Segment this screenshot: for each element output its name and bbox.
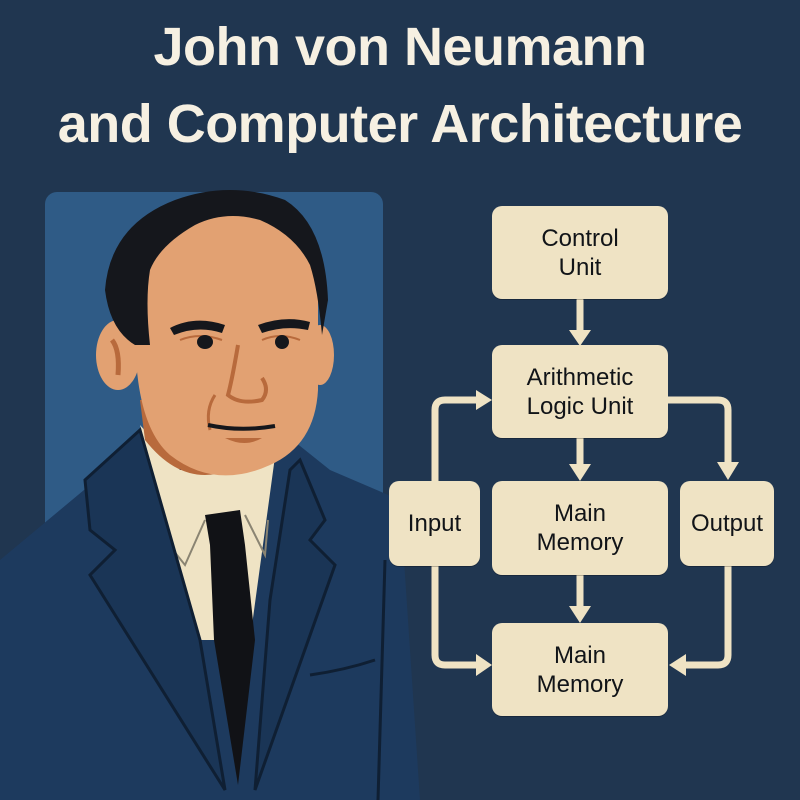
lapel-right (253, 457, 337, 791)
arrow-input-to-alu (431, 396, 482, 485)
box-label: Unit (558, 253, 602, 281)
tie (205, 510, 255, 785)
von-neumann-portrait (0, 190, 420, 800)
mouth (207, 423, 276, 431)
arrowhead-icon (569, 464, 591, 481)
box-input: Input (389, 481, 480, 566)
box-output: Output (680, 481, 774, 566)
eyebrow-right (258, 319, 310, 333)
arrow-input-to-memory (431, 562, 482, 669)
arrowhead-icon (476, 654, 492, 676)
box-main-memory-bottom: Main Memory (492, 623, 668, 716)
arrowhead-icon (717, 462, 739, 480)
box-label: Control (541, 224, 619, 252)
arrowhead-icon (569, 606, 591, 623)
nose (225, 344, 268, 404)
box-label: Logic Unit (526, 392, 634, 420)
box-label: Arithmetic (526, 363, 634, 391)
box-label: Input (407, 510, 462, 537)
arrow-output-to-memory (680, 562, 732, 669)
arrowhead-icon (669, 654, 686, 676)
arrowhead-icon (476, 390, 492, 410)
box-control-unit: Control Unit (492, 206, 668, 299)
box-label: Output (690, 510, 764, 537)
box-main-memory-middle: Main Memory (492, 481, 668, 575)
arrow-alu-to-output (664, 396, 732, 469)
box-label: Memory (536, 670, 624, 698)
hair (105, 190, 328, 345)
title-line-1: John von Neumann (153, 17, 647, 77)
box-label: Main (553, 641, 606, 669)
box-label: Memory (536, 529, 624, 556)
eye-right (275, 335, 289, 349)
box-arithmetic-logic-unit: Arithmetic Logic Unit (492, 345, 668, 438)
face (134, 197, 318, 476)
arrowhead-icon (569, 330, 591, 346)
title-line-2: and Computer Architecture (57, 94, 743, 154)
box-label: Main (553, 500, 606, 527)
eye-left (197, 335, 213, 349)
lapel-left (83, 427, 227, 791)
eyebrow-left (170, 320, 225, 335)
